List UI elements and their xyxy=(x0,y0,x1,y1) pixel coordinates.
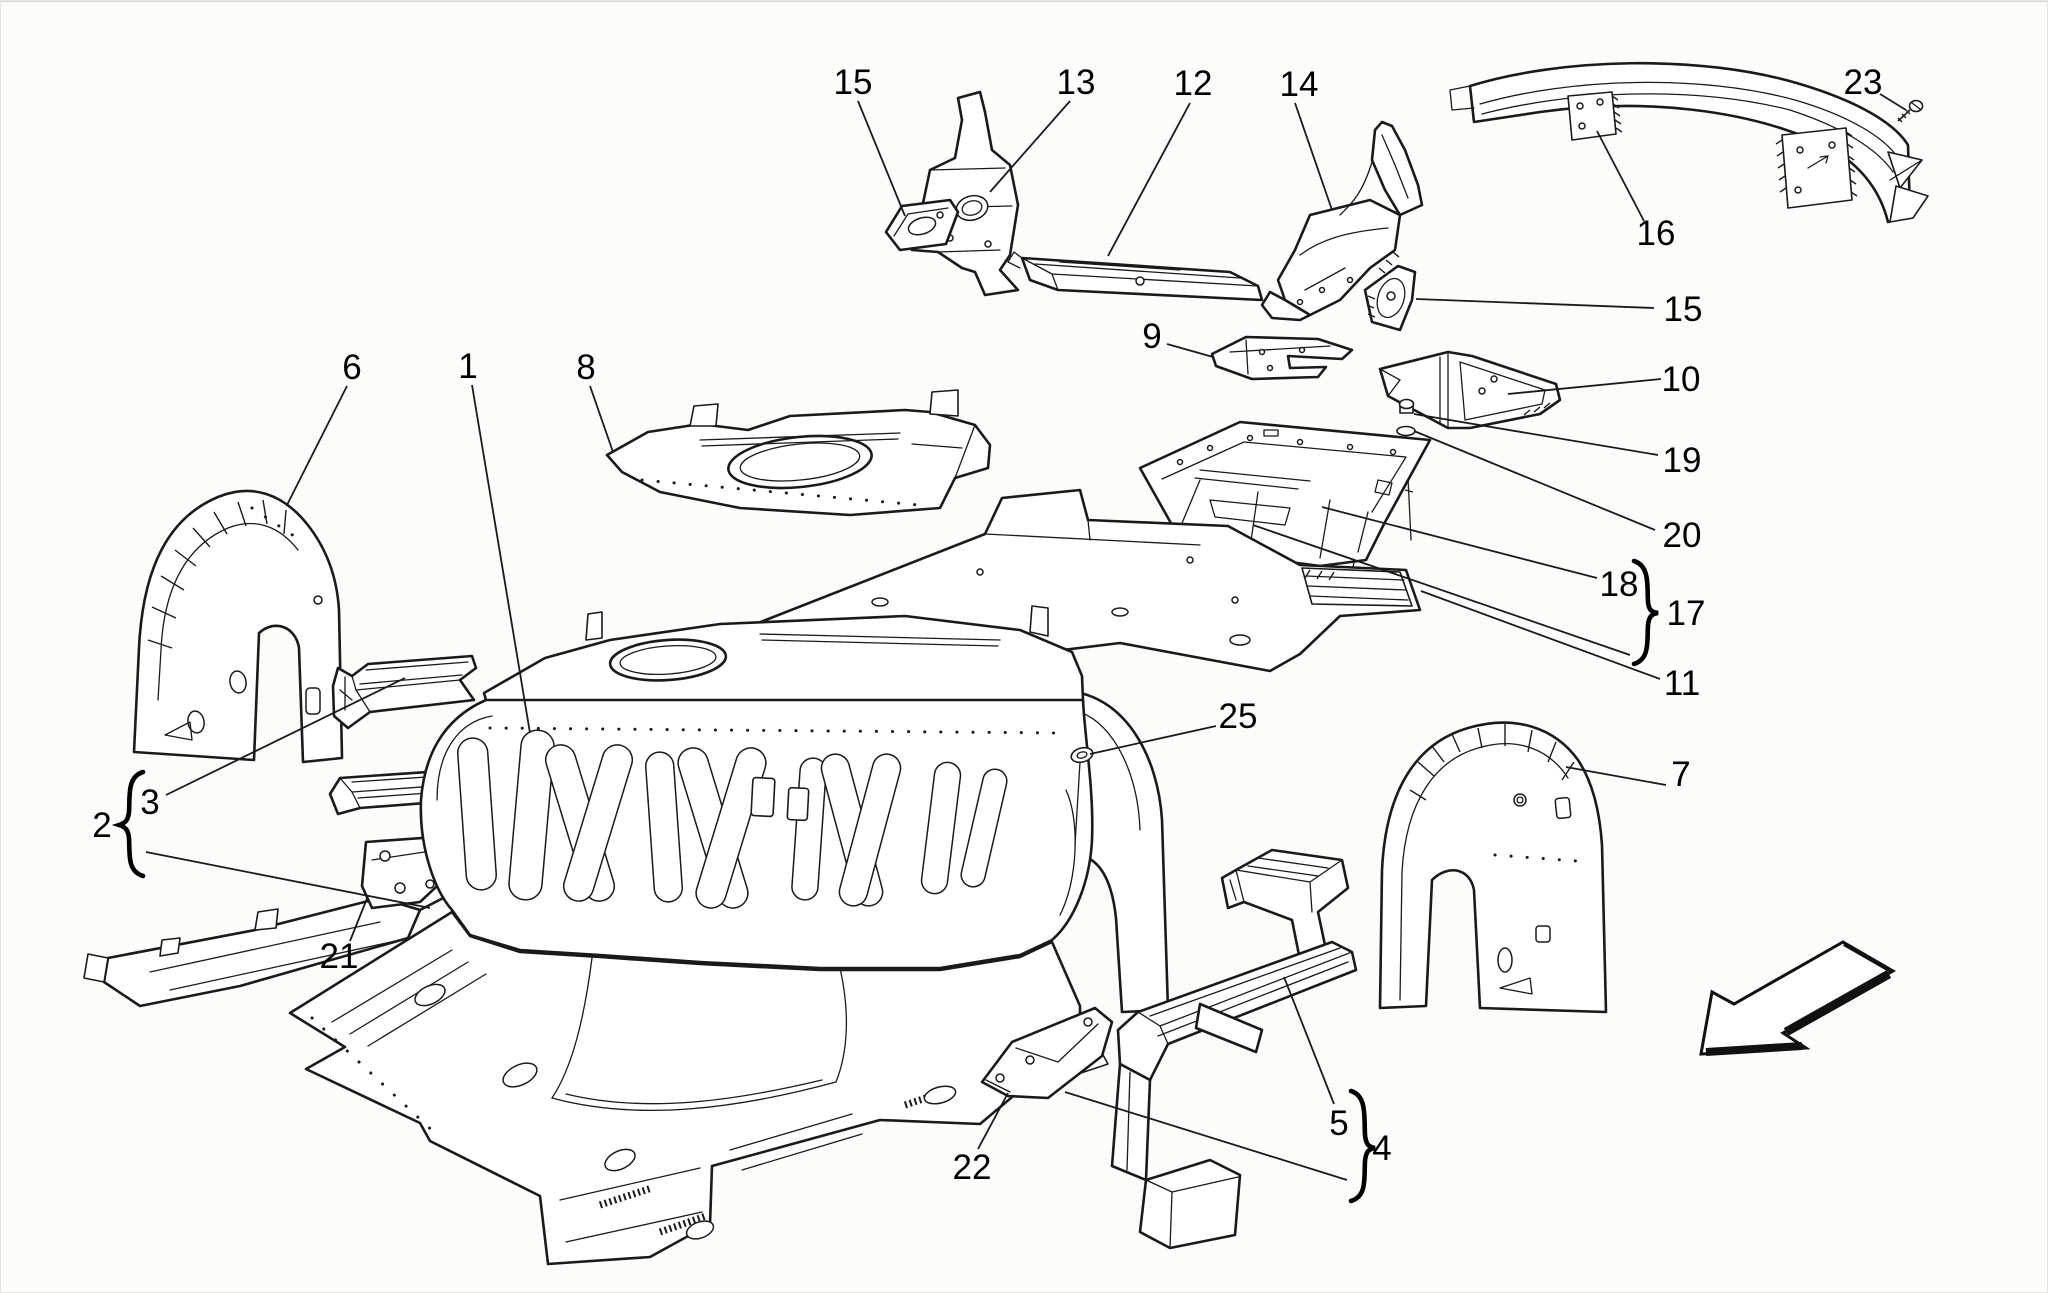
leader-8 xyxy=(589,385,614,453)
callout-20: 20 xyxy=(1663,516,1702,555)
part-4-rail-assembly xyxy=(1049,940,1358,1250)
leader-13 xyxy=(989,100,1071,193)
part-19-20-screw xyxy=(1396,398,1416,541)
leader-7 xyxy=(1565,766,1667,786)
leader-15a xyxy=(857,100,906,217)
leader-23 xyxy=(1879,93,1907,111)
callout-15-top-left: 15 xyxy=(834,63,873,102)
part-13-pillar-bracket-left xyxy=(898,90,1020,297)
part-14-pillar-bracket-right xyxy=(1260,120,1424,322)
part-6-wheelhouse-left xyxy=(132,489,344,764)
leader-15b xyxy=(1415,298,1655,309)
callout-21: 21 xyxy=(320,937,359,976)
brace-group-4 xyxy=(1348,1088,1376,1204)
leader-4 xyxy=(1064,1091,1348,1181)
leader-14 xyxy=(1294,102,1333,211)
leader-9 xyxy=(1166,343,1214,358)
leader-18 xyxy=(1321,506,1598,579)
callout-14: 14 xyxy=(1280,65,1319,104)
part-3-beam xyxy=(331,654,478,730)
part-9-plate xyxy=(1210,335,1354,381)
leader-lines xyxy=(145,93,1907,1181)
leader-22 xyxy=(977,1092,1009,1150)
leader-11 xyxy=(1420,590,1661,680)
callout-18: 18 xyxy=(1600,565,1639,604)
leader-3 xyxy=(165,677,406,796)
group-braces xyxy=(111,558,1659,1204)
callout-11: 11 xyxy=(1664,664,1700,703)
callout-6: 6 xyxy=(342,348,361,387)
callout-10: 10 xyxy=(1662,360,1701,399)
callout-16: 16 xyxy=(1637,214,1676,253)
part-1-main-structure xyxy=(288,605,1170,1266)
part-12-sill-beam xyxy=(1007,251,1264,302)
callout-22: 22 xyxy=(953,1148,992,1187)
callout-7: 7 xyxy=(1671,755,1690,794)
callout-17: 17 xyxy=(1667,594,1706,633)
part-25-grommet xyxy=(1070,746,1094,846)
callout-4: 4 xyxy=(1372,1129,1391,1168)
direction-arrow xyxy=(1699,940,1897,1056)
leader-25 xyxy=(1089,725,1217,755)
part-23-screw xyxy=(1897,99,1924,123)
leader-5 xyxy=(1283,976,1335,1105)
leader-1 xyxy=(471,384,531,734)
leader-12 xyxy=(1107,102,1191,257)
callout-13: 13 xyxy=(1057,63,1096,102)
leader-10 xyxy=(1507,378,1662,395)
callout-9: 9 xyxy=(1142,317,1161,356)
part-7-wheelhouse-right xyxy=(1378,721,1608,1014)
callout-23: 23 xyxy=(1844,63,1883,102)
leader-16 xyxy=(1596,130,1645,222)
part-10-tray xyxy=(1378,350,1562,430)
callout-19: 19 xyxy=(1663,441,1702,480)
brace-group-2 xyxy=(111,769,146,879)
part-8-parcel-shelf xyxy=(605,389,992,517)
callout-15-right: 15 xyxy=(1664,290,1703,329)
callout-8: 8 xyxy=(576,348,595,387)
callout-2: 2 xyxy=(92,806,111,845)
leader-21 xyxy=(349,895,369,942)
callout-12: 12 xyxy=(1174,64,1213,103)
brace-group-17 xyxy=(1631,558,1659,667)
leader-19 xyxy=(1413,413,1659,456)
leader-6 xyxy=(286,385,348,506)
part-22-bracket xyxy=(980,1006,1114,1100)
callout-5: 5 xyxy=(1329,1104,1348,1143)
leader-17b xyxy=(1252,524,1631,656)
callout-25: 25 xyxy=(1219,697,1258,736)
part-16-rear-crossmember xyxy=(1449,61,1929,224)
leader-2 xyxy=(145,851,431,909)
leader-20 xyxy=(1413,430,1656,531)
part-15-wedge-right xyxy=(1363,264,1417,332)
callout-3: 3 xyxy=(140,783,159,822)
part-15-plate-left xyxy=(884,198,960,252)
callout-1: 1 xyxy=(458,347,477,386)
